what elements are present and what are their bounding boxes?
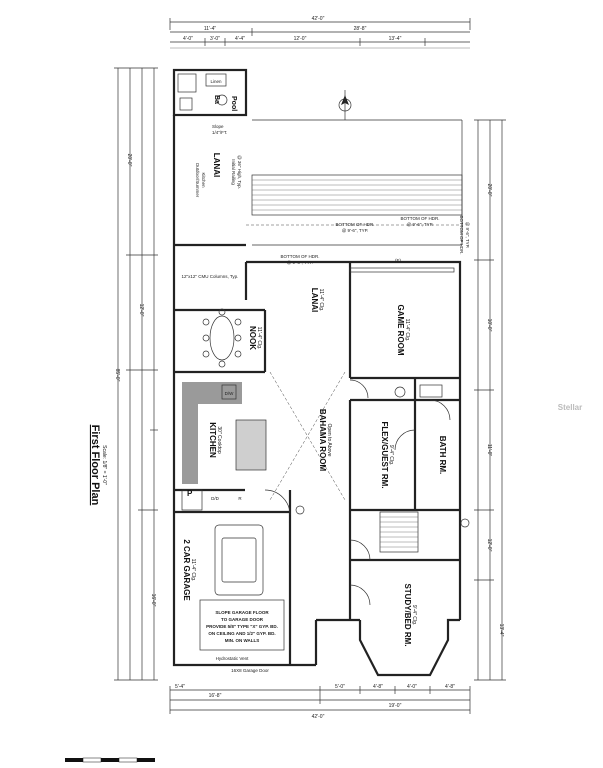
dimension-lines-left bbox=[114, 67, 158, 681]
pool-bath-fixtures bbox=[177, 73, 228, 111]
dim-bottom-e: 4'-8" bbox=[445, 684, 455, 690]
kitchen-size: 30" Cooktop bbox=[216, 426, 222, 454]
door-swings bbox=[264, 379, 416, 606]
dim-top-right: 28'-8" bbox=[354, 26, 367, 32]
pool-bath-label: Pool bbox=[230, 96, 237, 111]
kitchen-counters bbox=[181, 382, 267, 511]
header-note-e: (E) bbox=[395, 258, 402, 263]
flex-guest-label: FLEX/GUEST RM. bbox=[380, 421, 389, 488]
dim-right-b: 10'-0" bbox=[486, 319, 492, 332]
pool-bath-linen: Linen bbox=[210, 79, 222, 84]
dim-bottom-c: 4'-8" bbox=[373, 684, 383, 690]
dim-left-overall: 85'-0" bbox=[114, 369, 120, 382]
upper-lanai-label: LANAI bbox=[212, 153, 221, 177]
pool-bath-label-2: Ba bbox=[213, 95, 220, 104]
header-note-2b: @ 9'-6", TYP. bbox=[407, 222, 434, 227]
dim-bottom-right: 19'-0" bbox=[389, 703, 402, 709]
dimension-lines-right bbox=[474, 119, 506, 681]
bahama-room-label: BAHAMA ROOM bbox=[318, 409, 327, 472]
dim-top-d: 12'-0" bbox=[294, 36, 307, 42]
dim-bottom-overall: 42'-0" bbox=[312, 714, 325, 720]
dim-right-a: 20'-0" bbox=[486, 184, 492, 197]
dishwasher-label: D/W bbox=[225, 391, 235, 396]
dimension-lines-top bbox=[169, 18, 471, 49]
header-note-1b: @ 9'-6", TYP. bbox=[342, 228, 369, 233]
kitchen-label: KITCHEN bbox=[208, 422, 217, 458]
header-note-2: BOTTOM OF HDR. bbox=[401, 216, 440, 221]
dim-left-a: 20'-0" bbox=[126, 154, 132, 167]
bath-room-label: BATH RM. bbox=[438, 436, 447, 475]
upper-lanai-note-4: Kitchen bbox=[201, 172, 206, 188]
dim-top-a: 4'-0" bbox=[183, 36, 193, 42]
dim-bottom-a: 5'-4" bbox=[175, 684, 185, 690]
plan-title: First Floor Plan bbox=[89, 425, 101, 506]
interior-walls bbox=[174, 262, 460, 665]
dim-top-c: 4'-4" bbox=[235, 36, 245, 42]
header-note-4: BOTTOM OF HDR. bbox=[459, 216, 464, 255]
upper-lanai-note-1: Initial Railing bbox=[231, 159, 236, 185]
washer-dryer-label: D/D bbox=[211, 496, 220, 501]
garage-note-4: ON CEILING AND 1/2" GYP. BD. bbox=[208, 631, 275, 636]
garage-door-label: 16X8 Garage Door bbox=[231, 668, 269, 673]
dim-top-e: 13'-4" bbox=[389, 36, 402, 42]
plan-scale: Scale: 1/8" = 1'-0" bbox=[101, 445, 107, 485]
slope-note-2: 1/4"/FT. bbox=[212, 130, 227, 135]
study-bed-size: 9'-4" Clg. bbox=[411, 605, 417, 625]
bahama-room-size: Open to Above bbox=[326, 423, 332, 456]
dim-left-c: 16'-0" bbox=[150, 594, 156, 607]
dim-top-left: 11'-4" bbox=[204, 26, 217, 32]
game-room-label: GAME ROOM bbox=[396, 304, 405, 355]
mid-lanai-label: LANAI bbox=[310, 288, 319, 312]
slope-note: Slope bbox=[212, 124, 224, 129]
garage-note-1: SLOPE GARAGE FLOOR bbox=[215, 610, 269, 615]
study-bed-label: STUDY/BED RM. bbox=[403, 583, 412, 646]
upper-lanai-note-2: @ 36" High, Typ. bbox=[237, 155, 242, 189]
dim-top-b: 3'-0" bbox=[210, 36, 220, 42]
header-note-1: BOTTOM OF HDR. bbox=[336, 222, 375, 227]
flex-guest-size: 9'-4" Clg. bbox=[388, 445, 394, 465]
garage-note-5: MIN. ON WALLS bbox=[225, 638, 260, 643]
dim-right-c: 11'-0" bbox=[486, 444, 492, 457]
garage-label: 2 CAR GARAGE bbox=[182, 539, 191, 601]
north-arrow-icon bbox=[338, 90, 352, 120]
dim-right-e: 13'-4" bbox=[498, 624, 504, 637]
dim-bottom-d: 4'-0" bbox=[407, 684, 417, 690]
upper-lanai-note-3: Outdoor/Summer bbox=[195, 163, 200, 198]
stair-treads bbox=[379, 511, 419, 553]
garage-car-outline bbox=[199, 524, 285, 651]
garage-size: 11'-4" Clg. bbox=[190, 559, 196, 582]
bahama-open-x bbox=[269, 371, 346, 501]
game-room-header bbox=[349, 267, 455, 273]
scale-bar bbox=[65, 757, 155, 763]
dim-top-overall: 42'-0" bbox=[312, 16, 325, 22]
section-markers bbox=[295, 505, 470, 528]
nook-table-icon bbox=[202, 308, 242, 368]
dim-bottom-left: 16'-8" bbox=[209, 693, 222, 699]
cmu-note: 12"x12" CMU Columns, Typ. bbox=[182, 274, 239, 279]
hydrostatic-vent-label: Hydrostatic Vent bbox=[216, 656, 250, 661]
game-room-size: 11'-4" Clg. bbox=[404, 319, 410, 342]
dim-bottom-b: 5'-0" bbox=[335, 684, 345, 690]
refrigerator-label: R bbox=[238, 496, 242, 501]
mid-lanai-size: 11'-4" Clg. bbox=[318, 289, 324, 312]
pantry-label: P bbox=[187, 489, 193, 498]
dim-left-b: 12'-0" bbox=[138, 304, 144, 317]
header-note-3: BOTTOM OF HDR. bbox=[281, 254, 320, 259]
nook-size: 11'-4" Clg. bbox=[256, 327, 262, 350]
nook-label: NOOK bbox=[248, 326, 257, 350]
watermark-text: Stellar bbox=[558, 403, 582, 412]
dim-right-d: 12'-0" bbox=[486, 539, 492, 552]
bath-fixtures bbox=[394, 384, 451, 421]
header-note-3b: @ 9'-6", TYP. bbox=[287, 260, 314, 265]
garage-note-2: TO GARAGE DOOR bbox=[221, 617, 264, 622]
dimension-lines-bottom bbox=[169, 686, 471, 714]
header-note-4b: @ 9'-6", TYP. bbox=[465, 222, 470, 249]
garage-note-3: PROVIDE 5/8" TYPE "X" GYP. BD. bbox=[206, 624, 278, 629]
exterior-walls bbox=[172, 68, 462, 677]
lanai-deck-steps bbox=[246, 119, 463, 246]
